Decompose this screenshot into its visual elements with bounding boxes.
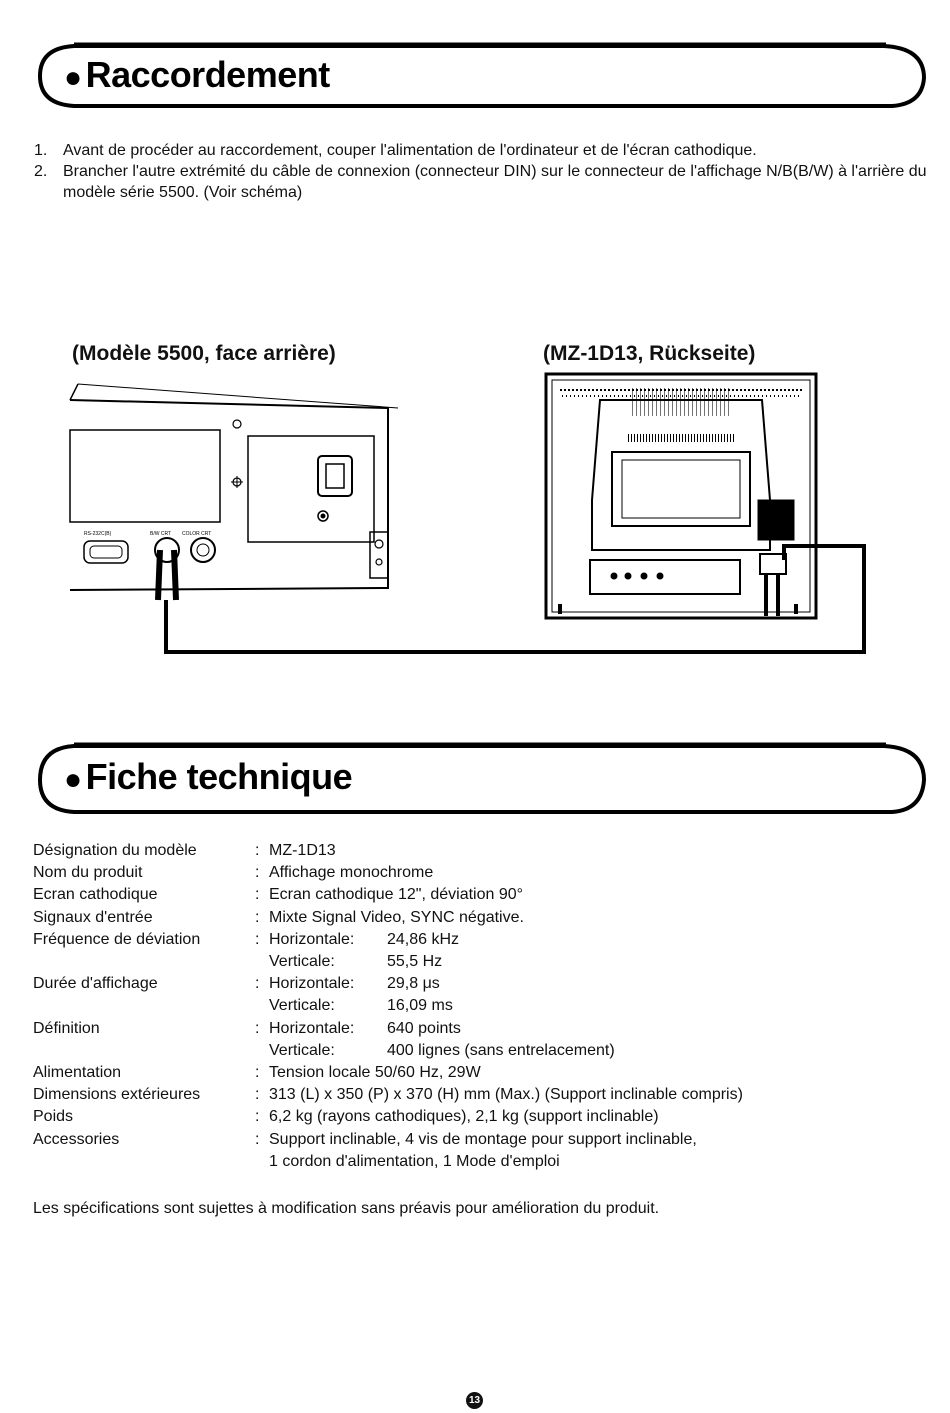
- spec-value-line: 1 cordon d'alimentation, 1 Mode d'emploi: [269, 1152, 560, 1170]
- instruction-list: 1. Avant de procéder au raccordement, co…: [34, 140, 934, 203]
- spec-subrow: Verticale: 400 lignes (sans entrelacement…: [269, 1040, 615, 1062]
- spec-colon: :: [255, 842, 260, 859]
- spec-sublabel: Verticale:: [269, 1041, 335, 1059]
- spec-colon: :: [255, 908, 260, 926]
- spec-label: Signaux d'entrée: [33, 908, 153, 926]
- model-5500-rear-panel: [69, 383, 399, 601]
- banner-frame: [37, 42, 927, 108]
- spec-table: Désignation du modèle : MZ-1D13 Nom du p…: [33, 840, 743, 1173]
- spec-subvalue: 400 lignes (sans entrelacement): [387, 1041, 615, 1059]
- spec-value-line: Support inclinable, 4 vis de montage pou…: [269, 1130, 697, 1148]
- port-label-rs232: RS-232C(B): [84, 531, 112, 537]
- footnote: Les spécifications sont sujettes à modif…: [33, 1200, 660, 1217]
- spec-colon: :: [255, 975, 260, 993]
- mz1d13-monitor-rear: [544, 372, 818, 620]
- spec-row: Accessories : Support inclinable, 4 vis …: [33, 1129, 743, 1173]
- section-banner-fiche-technique: ●Fiche technique: [34, 740, 932, 818]
- spec-subrow: Verticale: 16,09 ms: [269, 995, 453, 1017]
- spec-colon: :: [255, 1019, 260, 1037]
- section-title: ●Raccordement: [64, 54, 330, 96]
- spec-label: Durée d'affichage: [33, 975, 158, 993]
- spec-label: Accessories: [33, 1130, 120, 1148]
- spec-subrow: Verticale: 55,5 Hz: [269, 951, 459, 973]
- spec-colon: :: [255, 1086, 260, 1104]
- spec-sublabel: Horizontale:: [269, 1019, 355, 1037]
- spec-row: Nom du produit : Affichage monochrome: [33, 862, 743, 884]
- bullet-icon: ●: [64, 61, 82, 94]
- spec-label: Poids: [33, 1108, 74, 1126]
- connection-diagram: RS-232C(B) B/W CRT COLOR CRT: [69, 372, 866, 654]
- section-title-text: Fiche technique: [85, 756, 353, 797]
- step-text: Brancher l'autre extrémité du câble de c…: [63, 163, 927, 201]
- spec-label: Nom du produit: [33, 864, 143, 882]
- step-text: Avant de procéder au raccordement, coupe…: [63, 142, 757, 159]
- spec-sublabel: Verticale:: [269, 953, 335, 971]
- banner-frame: [37, 742, 927, 814]
- spec-colon: :: [255, 886, 260, 904]
- spec-label: Dimensions extérieures: [33, 1086, 201, 1104]
- spec-subvalue: 29,8 μs: [387, 975, 440, 993]
- spec-value: MZ-1D13: [269, 842, 336, 859]
- spec-colon: :: [255, 1108, 260, 1126]
- page-number: 13: [466, 1392, 483, 1409]
- spec-row: Ecran cathodique : Ecran cathodique 12",…: [33, 884, 743, 906]
- spec-colon: :: [255, 930, 260, 948]
- spec-row: Dimensions extérieures : 313 (L) x 350 (…: [33, 1084, 743, 1106]
- spec-label: Désignation du modèle: [33, 842, 197, 859]
- spec-subrow: Horizontale: 24,86 kHz: [269, 929, 459, 951]
- spec-value-group: Horizontale: 29,8 μs Verticale: 16,09 ms: [269, 973, 453, 1017]
- spec-subrow: Horizontale: 29,8 μs: [269, 973, 453, 995]
- spec-colon: :: [255, 1130, 260, 1148]
- spec-value: Tension locale 50/60 Hz, 29W: [269, 1064, 481, 1082]
- spec-value: Ecran cathodique 12", déviation 90°: [269, 886, 524, 904]
- spec-row: Alimentation : Tension locale 50/60 Hz, …: [33, 1062, 743, 1084]
- connection-cable: [164, 544, 866, 654]
- spec-colon: :: [255, 864, 260, 882]
- spec-sublabel: Horizontale:: [269, 930, 355, 948]
- diagram-label-mz1d13: (MZ-1D13, Rückseite): [543, 342, 756, 365]
- bullet-icon: ●: [64, 763, 82, 796]
- spec-row: Poids : 6,2 kg (rayons cathodiques), 2,1…: [33, 1106, 743, 1128]
- spec-subvalue: 16,09 ms: [387, 997, 453, 1015]
- spec-row: Désignation du modèle : MZ-1D13: [33, 840, 743, 862]
- spec-value: Mixte Signal Video, SYNC négative.: [269, 908, 524, 926]
- spec-label: Fréquence de déviation: [33, 930, 201, 948]
- spec-value: Affichage monochrome: [269, 864, 434, 882]
- port-label-color: COLOR CRT: [182, 531, 211, 537]
- diagram-label-5500: (Modèle 5500, face arrière): [72, 342, 336, 365]
- spec-value: 313 (L) x 350 (P) x 370 (H) mm (Max.) (S…: [269, 1086, 743, 1104]
- spec-row: Durée d'affichage : Horizontale: 29,8 μs …: [33, 973, 743, 1017]
- section-title: ●Fiche technique: [64, 756, 353, 798]
- spec-row: Définition : Horizontale: 640 points Vert…: [33, 1018, 743, 1062]
- spec-colon: :: [255, 1064, 260, 1082]
- section-banner-raccordement: ●Raccordement: [34, 40, 932, 112]
- spec-subrow: Horizontale: 640 points: [269, 1018, 615, 1040]
- spec-value-group: Support inclinable, 4 vis de montage pou…: [269, 1129, 697, 1173]
- spec-subvalue: 24,86 kHz: [387, 930, 460, 948]
- spec-label: Alimentation: [33, 1064, 122, 1082]
- spec-value: 6,2 kg (rayons cathodiques), 2,1 kg (sup…: [269, 1108, 659, 1126]
- spec-label: Ecran cathodique: [33, 886, 158, 904]
- port-label-bw: B/W CRT: [150, 531, 171, 537]
- instruction-item: 2. Brancher l'autre extrémité du câble d…: [34, 161, 934, 203]
- spec-subvalue: 55,5 Hz: [387, 953, 443, 971]
- spec-value-group: Horizontale: 640 points Verticale: 400 lig…: [269, 1018, 615, 1062]
- spec-row: Fréquence de déviation : Horizontale: 24,…: [33, 929, 743, 973]
- step-number: 1.: [34, 142, 48, 159]
- spec-row: Signaux d'entrée : Mixte Signal Video, S…: [33, 907, 743, 929]
- spec-subvalue: 640 points: [387, 1019, 461, 1037]
- instruction-item: 1. Avant de procéder au raccordement, co…: [34, 140, 934, 161]
- spec-sublabel: Horizontale:: [269, 975, 355, 993]
- spec-value-group: Horizontale: 24,86 kHz Verticale: 55,5 Hz: [269, 929, 459, 973]
- section-title-text: Raccordement: [85, 54, 331, 95]
- step-number: 2.: [34, 163, 48, 180]
- spec-sublabel: Verticale:: [269, 997, 335, 1015]
- spec-label: Définition: [33, 1019, 100, 1037]
